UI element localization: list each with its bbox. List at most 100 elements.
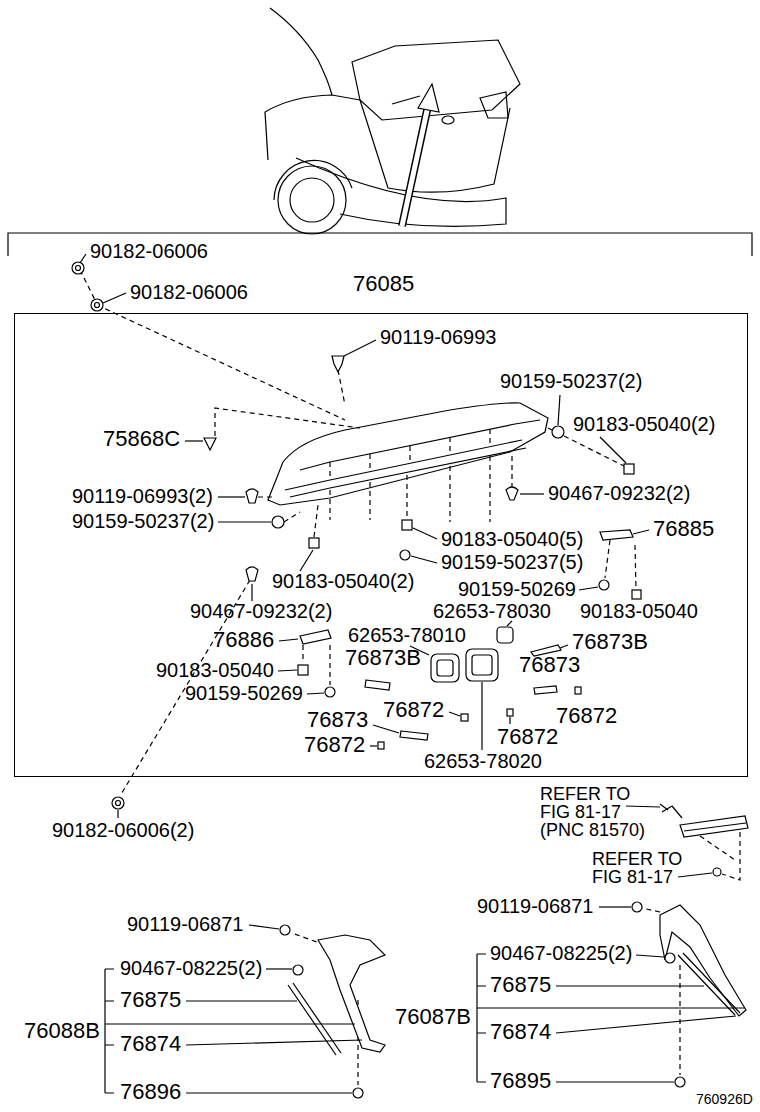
stop-lamp-and-garnish: [660, 905, 746, 1016]
part-number: 90159-50237(5): [441, 552, 583, 572]
stop-lamp-and-garnish: [353, 1088, 363, 1098]
small-parts: [466, 649, 498, 681]
assembly-number: 76085: [353, 273, 414, 295]
small-parts: [437, 660, 453, 676]
spoiler-assembly: [489, 429, 490, 447]
part-number: 90183-05040(2): [272, 571, 414, 591]
leader-lines: [117, 810, 118, 818]
leader-lines: [185, 440, 203, 441]
part-number: 90182-06006: [90, 241, 208, 261]
spoiler-assembly: [700, 836, 735, 860]
callout-number: 76872: [304, 734, 365, 756]
small-parts: [552, 426, 564, 438]
reference-note: REFER TO FIG 81-17: [592, 850, 694, 886]
stop-lamp-and-garnish: [288, 983, 341, 1055]
small-parts: [309, 538, 319, 548]
vehicle-view: [265, 95, 360, 112]
leader-lines: [556, 1081, 674, 1082]
small-parts: [506, 487, 518, 500]
leader-lines: [278, 670, 297, 671]
spoiler-assembly: [329, 645, 330, 685]
spoiler-assembly: [369, 454, 370, 472]
part-number: 90119-06871: [477, 896, 593, 916]
small-parts: [575, 687, 581, 694]
small-parts: [91, 299, 103, 311]
vehicle-view: [402, 106, 428, 226]
stop-lamp-and-garnish: [680, 816, 748, 837]
part-number: 62653-78030: [433, 601, 551, 621]
small-parts: [246, 567, 258, 581]
small-parts: [534, 686, 557, 694]
vehicle-view: [402, 106, 428, 226]
leader-lines: [218, 521, 271, 522]
spoiler-assembly: [80, 270, 740, 1085]
spoiler-assembly: [329, 490, 330, 520]
leader-lines: [279, 639, 298, 641]
leader-lines: [105, 969, 355, 1093]
reference-note: REFER TO FIG 81-17 (PNC 81570): [540, 785, 654, 839]
spoiler-assembly: [268, 403, 548, 505]
small-parts: [400, 731, 428, 740]
leader-lines: [411, 556, 437, 563]
spoiler-assembly: [300, 420, 540, 470]
spoiler-assembly: [284, 512, 300, 522]
stop-lamp-and-garnish: [665, 953, 675, 963]
spoiler-assembly: [215, 408, 360, 436]
leader-lines: [266, 968, 292, 969]
vehicle-view: [360, 100, 510, 192]
spoiler-assembly: [338, 370, 345, 405]
callout-number: 76873B: [572, 631, 648, 653]
leader-lines: [80, 254, 745, 1093]
part-number: 90183-05040: [580, 601, 698, 621]
callout-number: 76875: [490, 974, 551, 996]
leader-lines: [80, 254, 86, 263]
part-number: 90119-06993: [380, 327, 496, 347]
leader-lines: [678, 873, 712, 877]
spoiler-assembly: [679, 965, 680, 1075]
spoiler-assembly: [642, 908, 660, 912]
small-parts: [600, 530, 633, 540]
leader-lines: [300, 550, 313, 571]
part-number: 90119-06871: [127, 914, 243, 934]
leader-lines: [481, 682, 482, 750]
part-number: 62653-78020: [424, 751, 542, 771]
small-parts: [246, 489, 258, 503]
small-parts: [472, 655, 492, 675]
vehicle-view: [352, 40, 520, 120]
vehicle-view: [480, 92, 508, 118]
callout-number: 76885: [653, 518, 714, 540]
stop-lamp-and-garnish: [632, 902, 642, 912]
stop-lamp-and-garnish: [660, 804, 682, 818]
small-parts: [461, 714, 468, 721]
part-number: 90467-08225(2): [490, 943, 632, 963]
leader-lines: [600, 437, 626, 463]
leader-lines: [186, 1092, 352, 1093]
part-number: 90159-50269: [458, 579, 576, 599]
leader-lines: [626, 806, 660, 807]
leader-lines: [507, 621, 512, 626]
leader-lines: [449, 712, 460, 716]
leader-lines: [218, 496, 245, 497]
spoiler-assembly: [80, 270, 95, 300]
leader-lines: [558, 395, 560, 425]
part-number: 90183-05040: [156, 660, 274, 680]
small-parts: [76, 266, 81, 271]
spoiler-assembly: [449, 437, 450, 455]
small-parts: [497, 627, 513, 643]
leader-lines: [307, 693, 324, 694]
leader-lines: [633, 530, 649, 534]
leader-lines: [556, 985, 704, 986]
spoiler-assembly: [635, 545, 636, 590]
small-parts: [272, 516, 284, 528]
leader-lines: [413, 528, 437, 539]
spoiler-assembly: [489, 456, 490, 522]
vehicle-view: [265, 112, 268, 160]
small-parts: [378, 742, 384, 749]
part-number: 90159-50269: [185, 683, 303, 703]
small-parts: [365, 680, 390, 690]
small-parts: [204, 438, 216, 450]
small-parts: [72, 262, 641, 809]
leader-lines: [560, 645, 568, 648]
small-parts: [507, 709, 513, 716]
leader-lines: [344, 340, 376, 356]
